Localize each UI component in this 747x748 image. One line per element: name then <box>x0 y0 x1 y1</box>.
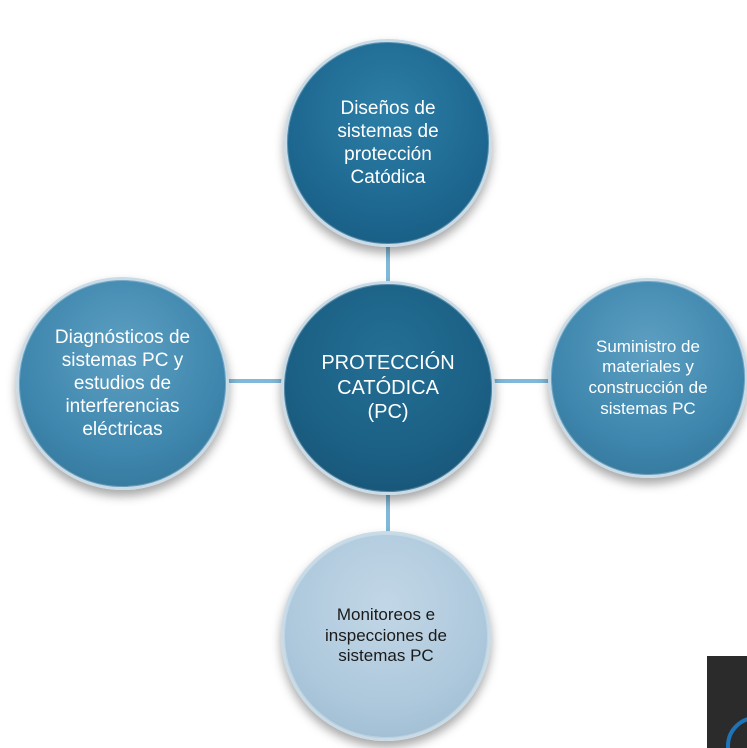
node-design-label: Diseños de sistemas de protección Catódi… <box>337 97 439 189</box>
corner-graphic <box>707 656 747 748</box>
node-diagnostics-label: Diagnósticos de sistemas PC y estudios d… <box>54 326 191 441</box>
node-center-label: PROTECCIÓN CATÓDICA (PC) <box>321 352 455 424</box>
node-monitoring: Monitoreos e inspecciones de sistemas PC <box>281 531 491 741</box>
node-design: Diseños de sistemas de protección Catódi… <box>284 39 492 247</box>
node-diagnostics: Diagnósticos de sistemas PC y estudios d… <box>16 277 229 490</box>
arc-icon <box>726 716 747 748</box>
node-monitoring-label: Monitoreos e inspecciones de sistemas PC <box>325 604 447 666</box>
node-center: PROTECCIÓN CATÓDICA (PC) <box>281 281 495 495</box>
node-supply: Suministro de materiales y construcción … <box>548 278 747 478</box>
node-supply-label: Suministro de materiales y construcción … <box>588 336 708 418</box>
